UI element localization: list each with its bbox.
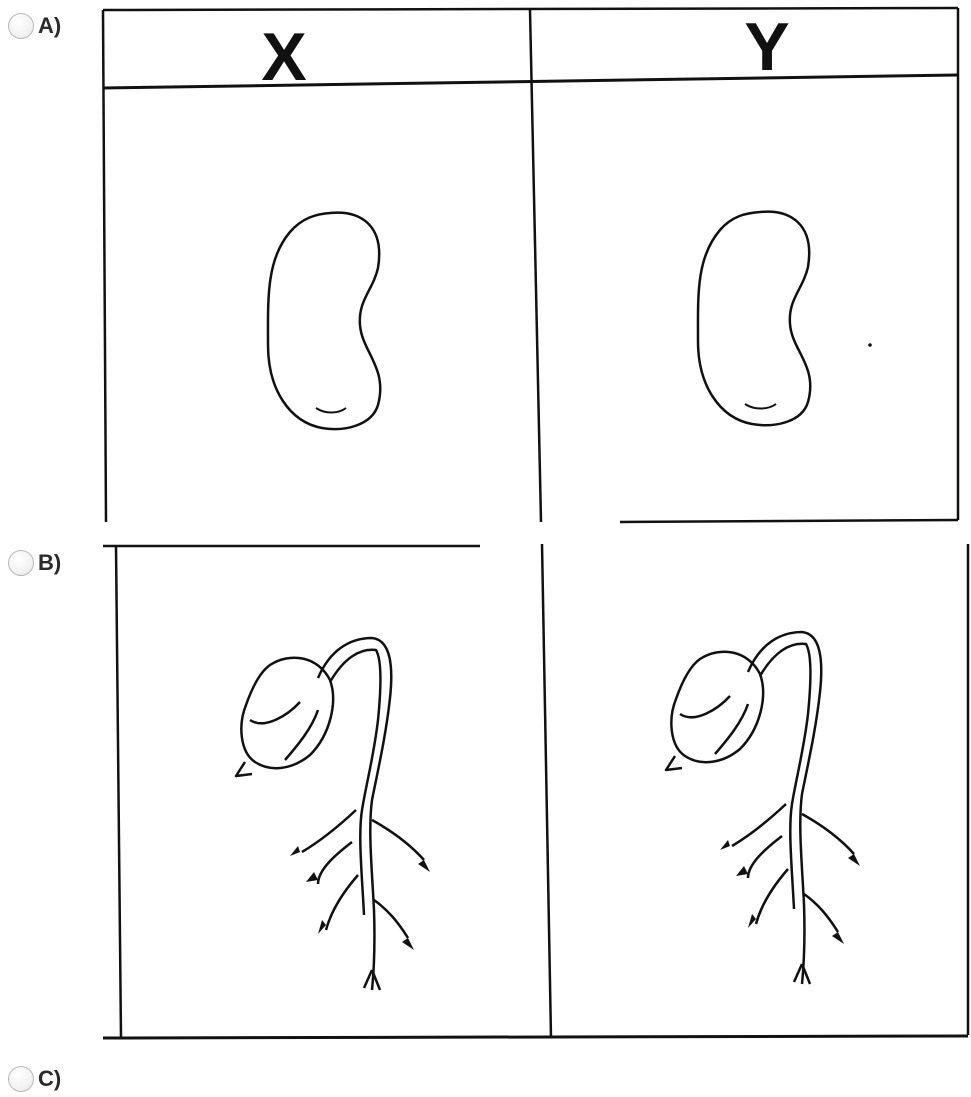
seedling-y	[666, 632, 854, 984]
option-c-label: C)	[38, 1066, 61, 1092]
option-c-radio[interactable]	[8, 1066, 34, 1092]
table-bottom-border-partial	[620, 520, 958, 522]
column-y-header: Y	[744, 9, 789, 85]
option-c[interactable]: C)	[8, 1066, 61, 1092]
seed-x	[268, 213, 380, 429]
seedling-x	[236, 638, 424, 990]
table-left-border	[116, 546, 121, 1038]
option-b-figure	[0, 530, 971, 1050]
table-bottom-border	[103, 1036, 968, 1038]
seed-y	[698, 212, 872, 426]
table-center-divider	[530, 10, 541, 522]
column-x-header: X	[261, 19, 306, 95]
table-top-border	[103, 8, 958, 10]
table-center-divider	[542, 544, 551, 1038]
option-a-figure: X Y	[0, 0, 971, 530]
